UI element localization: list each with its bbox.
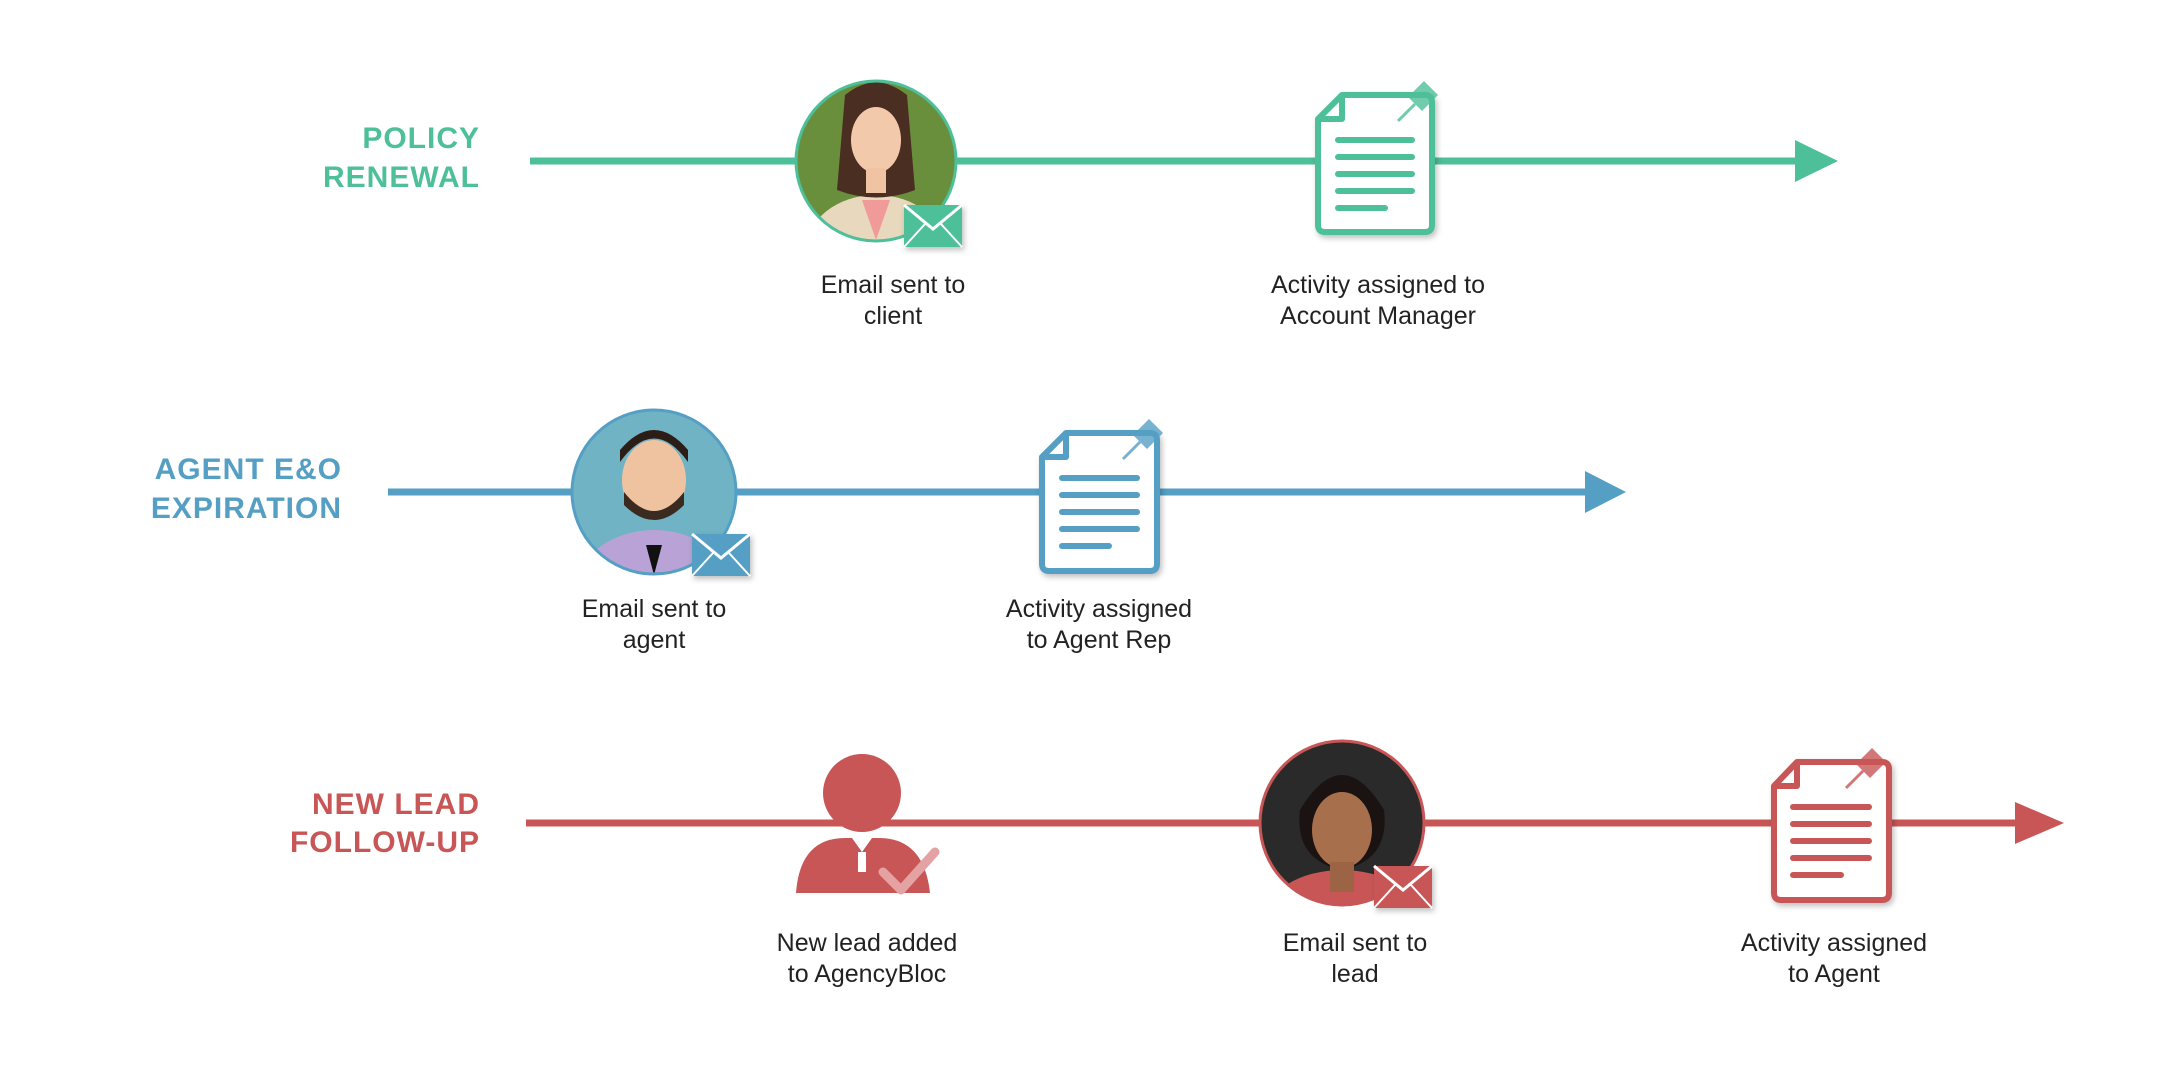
pushpin-icon	[1844, 748, 1886, 790]
step-caption-line2: client	[864, 302, 922, 330]
pinned-document-icon	[1039, 419, 1163, 574]
step-caption-line1: Activity assigned to	[1271, 271, 1485, 299]
step-caption-line1: Activity assigned	[1006, 595, 1192, 623]
step-caption-line2: to Agent Rep	[1027, 626, 1172, 654]
timeline-arrowhead	[2015, 802, 2064, 844]
lead-photo-with-email-icon	[1258, 739, 1433, 909]
lane-title-line2: FOLLOW-UP	[290, 826, 480, 859]
pinned-document-icon	[1771, 748, 1892, 903]
pushpin-icon	[1396, 81, 1438, 123]
pinned-document-icon	[1315, 81, 1438, 235]
lane-policy-renewal: POLICY RENEWAL	[323, 79, 1838, 330]
step-caption-line1: New lead added	[777, 929, 958, 957]
step-caption-line2: Account Manager	[1280, 302, 1476, 330]
lane-title-line1: NEW LEAD	[312, 788, 480, 821]
step-caption-line2: to Agent	[1788, 960, 1880, 988]
lane-title-line2: EXPIRATION	[151, 492, 342, 525]
lane-title-line2: RENEWAL	[323, 161, 480, 194]
lane-new-lead-follow-up: NEW LEAD FOLLOW-UP	[290, 739, 2064, 988]
step-caption-line2: agent	[623, 626, 686, 654]
step-caption-line2: to AgencyBloc	[788, 960, 946, 988]
timeline-arrowhead	[1795, 140, 1838, 182]
email-envelope-icon	[903, 203, 963, 248]
lane-title-line1: POLICY	[362, 122, 480, 155]
step-caption-line1: Email sent to	[821, 271, 966, 299]
email-envelope-icon	[691, 532, 751, 577]
step-caption-line2: lead	[1331, 960, 1378, 988]
step-caption-line1: Email sent to	[1283, 929, 1428, 957]
pushpin-icon	[1121, 419, 1163, 461]
timeline-arrowhead	[1585, 471, 1626, 513]
step-caption-line1: Email sent to	[582, 595, 727, 623]
lane-title-line1: AGENT E&O	[155, 453, 342, 486]
agent-photo-with-email-icon	[570, 408, 751, 577]
email-envelope-icon	[1373, 864, 1433, 909]
step-caption-line1: Activity assigned	[1741, 929, 1927, 957]
lane-agent-eo-expiration: AGENT E&O EXPIRATION	[151, 408, 1626, 654]
client-photo-with-email-icon	[794, 79, 963, 248]
user-check-icon	[796, 754, 940, 895]
